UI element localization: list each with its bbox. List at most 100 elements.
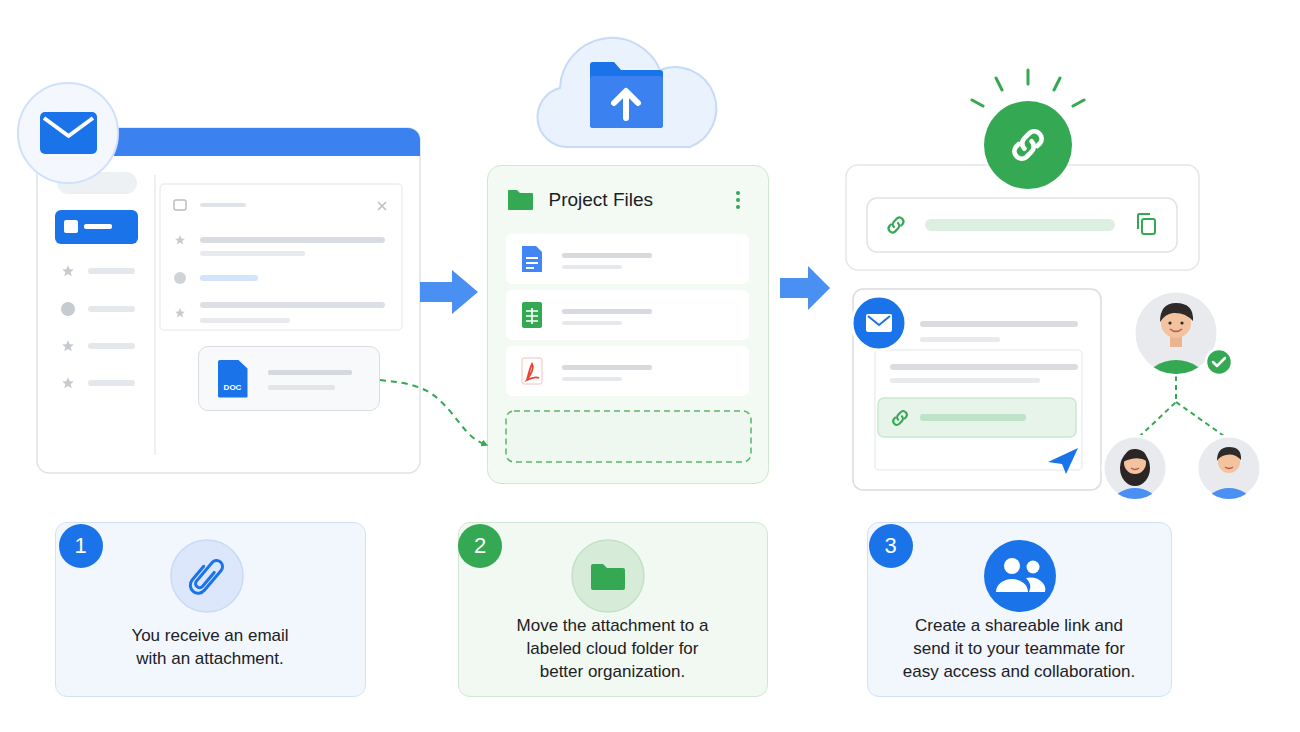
star-icon [62, 377, 74, 388]
check-badge [1206, 349, 1232, 375]
avatar-neck [1170, 333, 1182, 347]
doc-lines [526, 258, 538, 268]
text-line [200, 302, 385, 308]
message-card [160, 184, 402, 330]
menu-dot [736, 191, 740, 195]
link-icon [893, 411, 907, 425]
avatar-circle [1197, 436, 1261, 500]
file-type-icon: DOC [218, 360, 248, 398]
text-line [200, 318, 290, 323]
envelope-icon [40, 112, 97, 154]
step-description: You receive an email with an attachment. [123, 624, 298, 670]
mail-icon [174, 200, 186, 210]
link-icon [889, 218, 904, 233]
folder-title: Project Files [549, 188, 654, 212]
text-line [200, 237, 385, 243]
people-icon [996, 579, 1028, 592]
check-mark [1213, 358, 1225, 366]
upload-arrow [614, 91, 638, 118]
star-icon [62, 340, 74, 351]
link-chip [878, 398, 1076, 437]
file-row [506, 234, 749, 284]
send-icon [1048, 448, 1078, 474]
file-name-line [562, 309, 652, 314]
step-number-text: 3 [869, 524, 913, 568]
pane-divider [154, 175, 156, 455]
step-arrow [420, 270, 478, 314]
link-panel [846, 165, 1199, 270]
avatar-circle [1103, 436, 1167, 500]
folder-icon [508, 190, 533, 210]
compose-card [853, 289, 1101, 490]
step-description: Create a shareable link and send it to y… [899, 614, 1139, 683]
burst-rays [972, 70, 1084, 106]
pdf-icon [522, 358, 542, 384]
text-line [920, 337, 1000, 342]
file-row [506, 290, 749, 340]
step-number: 3 [869, 524, 913, 568]
envelope-flap [868, 316, 890, 325]
star-icon [175, 308, 185, 318]
step-number: 1 [59, 524, 103, 568]
avatar-smile [1170, 329, 1182, 332]
text-line [920, 321, 1078, 327]
mail-badge [852, 296, 906, 350]
cloud-shape [538, 38, 717, 147]
sidebar-line [88, 268, 135, 274]
copy-icon [1138, 214, 1150, 229]
text-line [200, 251, 305, 256]
link-bar [920, 414, 1026, 421]
text-line [890, 364, 1078, 370]
folder-panel: Project Files [487, 165, 769, 484]
sidebar-pill [57, 172, 137, 194]
step-description: Move the attachment to a labeled cloud f… [510, 614, 715, 683]
avatar-fringe [1123, 449, 1147, 462]
drop-zone [506, 411, 751, 462]
file-row [506, 346, 749, 396]
step-card: You receive an email with an attachment.… [55, 522, 366, 697]
folder-icon [591, 564, 625, 590]
file-name-line [268, 385, 335, 390]
star-icon [175, 235, 185, 245]
avatar-smile [1225, 467, 1233, 469]
copy-icon [1142, 219, 1155, 234]
team-lines [1140, 376, 1224, 436]
menu-dot [736, 198, 740, 202]
avatar-circle [1134, 291, 1218, 375]
sidebar-line [88, 380, 135, 386]
mail-badge [18, 83, 118, 183]
envelope-flap [44, 118, 93, 136]
step-number-text: 2 [458, 524, 502, 568]
menu-dot [736, 205, 740, 209]
avatar-hair [1217, 447, 1241, 461]
folder-front [590, 76, 663, 128]
step-icon-circle [572, 540, 644, 612]
sheet-icon [522, 302, 542, 328]
avatar-hair [1160, 303, 1193, 322]
avatar-shirt [1207, 488, 1251, 518]
avatar-head [1218, 451, 1240, 473]
avatar-head [1124, 452, 1146, 474]
text-line [200, 275, 258, 281]
avatar-smile [1131, 468, 1139, 470]
avatar-shirt [1113, 488, 1157, 518]
cloud-folder [590, 62, 663, 128]
envelope-icon [866, 314, 892, 332]
file-name-line [562, 265, 622, 269]
sidebar-line [88, 306, 135, 312]
text-line [890, 378, 1040, 383]
file-name-line [562, 377, 622, 381]
inbox-item [55, 210, 138, 244]
step-card: Move the attachment to a labeled cloud f… [458, 522, 768, 697]
file-name-line [268, 370, 352, 375]
window-header [37, 128, 420, 156]
step-icon-circle [984, 540, 1056, 612]
link-field [867, 198, 1177, 252]
file-name-line [562, 253, 652, 258]
sidebar-line [88, 343, 135, 349]
link-badge [984, 101, 1072, 189]
dot-icon [61, 302, 75, 316]
step-icon-circle [171, 540, 243, 612]
email-window [37, 128, 420, 473]
avatar-head [1161, 308, 1191, 338]
